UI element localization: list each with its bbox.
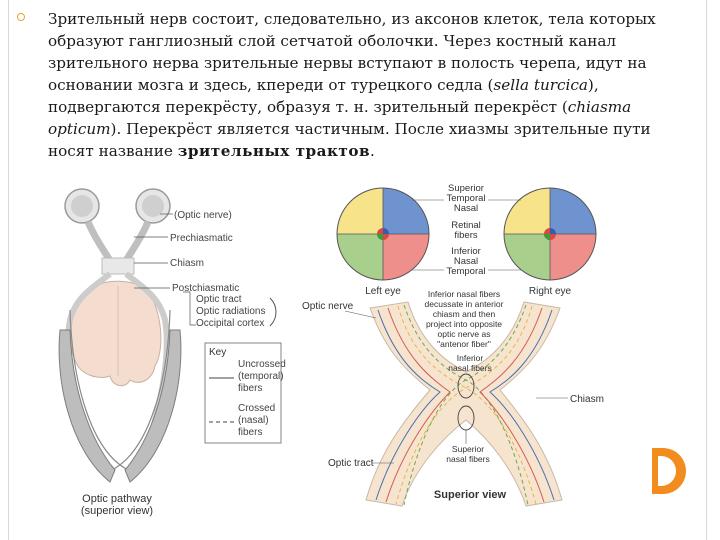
caption-superior-view-right: Superior view xyxy=(434,489,507,501)
note-inferior-nasal-1: Inferior nasal fibers xyxy=(428,289,500,299)
label-optic-tract-right: Optic tract xyxy=(328,458,374,469)
key-crossed-line2: (nasal) xyxy=(238,415,269,426)
caption-superior-view: (superior view) xyxy=(81,505,153,517)
slide-right-rule xyxy=(706,0,707,540)
body-paragraph: Зрительный нерв состоит, следовательно, … xyxy=(48,10,656,160)
label-occipital-cortex: Occipital cortex xyxy=(196,318,264,329)
label-postchiasmatic: Postchiasmatic xyxy=(172,283,239,294)
bullet-icon xyxy=(17,13,25,21)
note-inferior-nasal-4: project into opposite xyxy=(426,319,502,329)
label-fibers: fibers xyxy=(454,230,477,241)
slide-left-rule xyxy=(8,0,9,540)
label-temporal-bottom: Temporal xyxy=(446,266,485,277)
label-optic-radiations: Optic radiations xyxy=(196,306,265,317)
label-superior-nasal-1: Superior xyxy=(452,444,484,454)
label-optic-nerve-right: Optic nerve xyxy=(302,301,354,312)
label-nasal-top: Nasal xyxy=(454,203,478,214)
label-chiasm: Chiasm xyxy=(170,258,204,269)
optic-pathway-figure: (Optic nerve) Prechiasmatic Chiasm Postc… xyxy=(58,188,286,517)
label-inferior-nasal-2: nasal fibers xyxy=(448,363,491,373)
label-inferior: Inferior xyxy=(451,246,481,257)
note-inferior-nasal-3: chiasm and then xyxy=(433,309,496,319)
label-superior: Superior xyxy=(448,183,484,194)
label-nasal-bottom: Nasal xyxy=(454,256,478,267)
label-superior-nasal-2: nasal fibers xyxy=(446,454,489,464)
label-optic-tract: Optic tract xyxy=(196,294,242,305)
label-optic-nerve: (Optic nerve) xyxy=(174,210,232,221)
key-uncrossed-line1: Uncrossed xyxy=(238,359,286,370)
label-right-eye: Right eye xyxy=(529,286,572,297)
key-uncrossed-line3: fibers xyxy=(238,383,262,394)
caption-optic-pathway: Optic pathway xyxy=(82,493,152,505)
label-inferior-nasal-1: Inferior xyxy=(457,353,484,363)
label-retinal: Retinal xyxy=(451,220,481,231)
key-title: Key xyxy=(209,347,226,358)
key-box xyxy=(204,342,282,444)
note-inferior-nasal-6: "antenor fiber" xyxy=(437,339,491,349)
key-crossed-line3: fibers xyxy=(238,427,262,438)
slide-corner-decoration xyxy=(652,448,686,494)
key-uncrossed-line2: (temporal) xyxy=(238,371,284,382)
key-crossed-line1: Crossed xyxy=(238,403,275,414)
note-inferior-nasal-5: optic nerve as xyxy=(438,329,491,339)
label-prechiasmatic: Prechiasmatic xyxy=(170,233,233,244)
right-eye-retina-diagram xyxy=(503,187,597,281)
chiasm-figure: Superior Temporal Nasal Retinal fibers I… xyxy=(302,183,604,507)
label-chiasm-right: Chiasm xyxy=(570,394,604,405)
optic-nerve-bundle xyxy=(365,301,563,507)
label-temporal-top: Temporal xyxy=(446,193,485,204)
label-left-eye: Left eye xyxy=(365,286,401,297)
left-eye-retina-diagram xyxy=(336,187,430,281)
note-inferior-nasal-2: decussate in anterior xyxy=(425,299,504,309)
